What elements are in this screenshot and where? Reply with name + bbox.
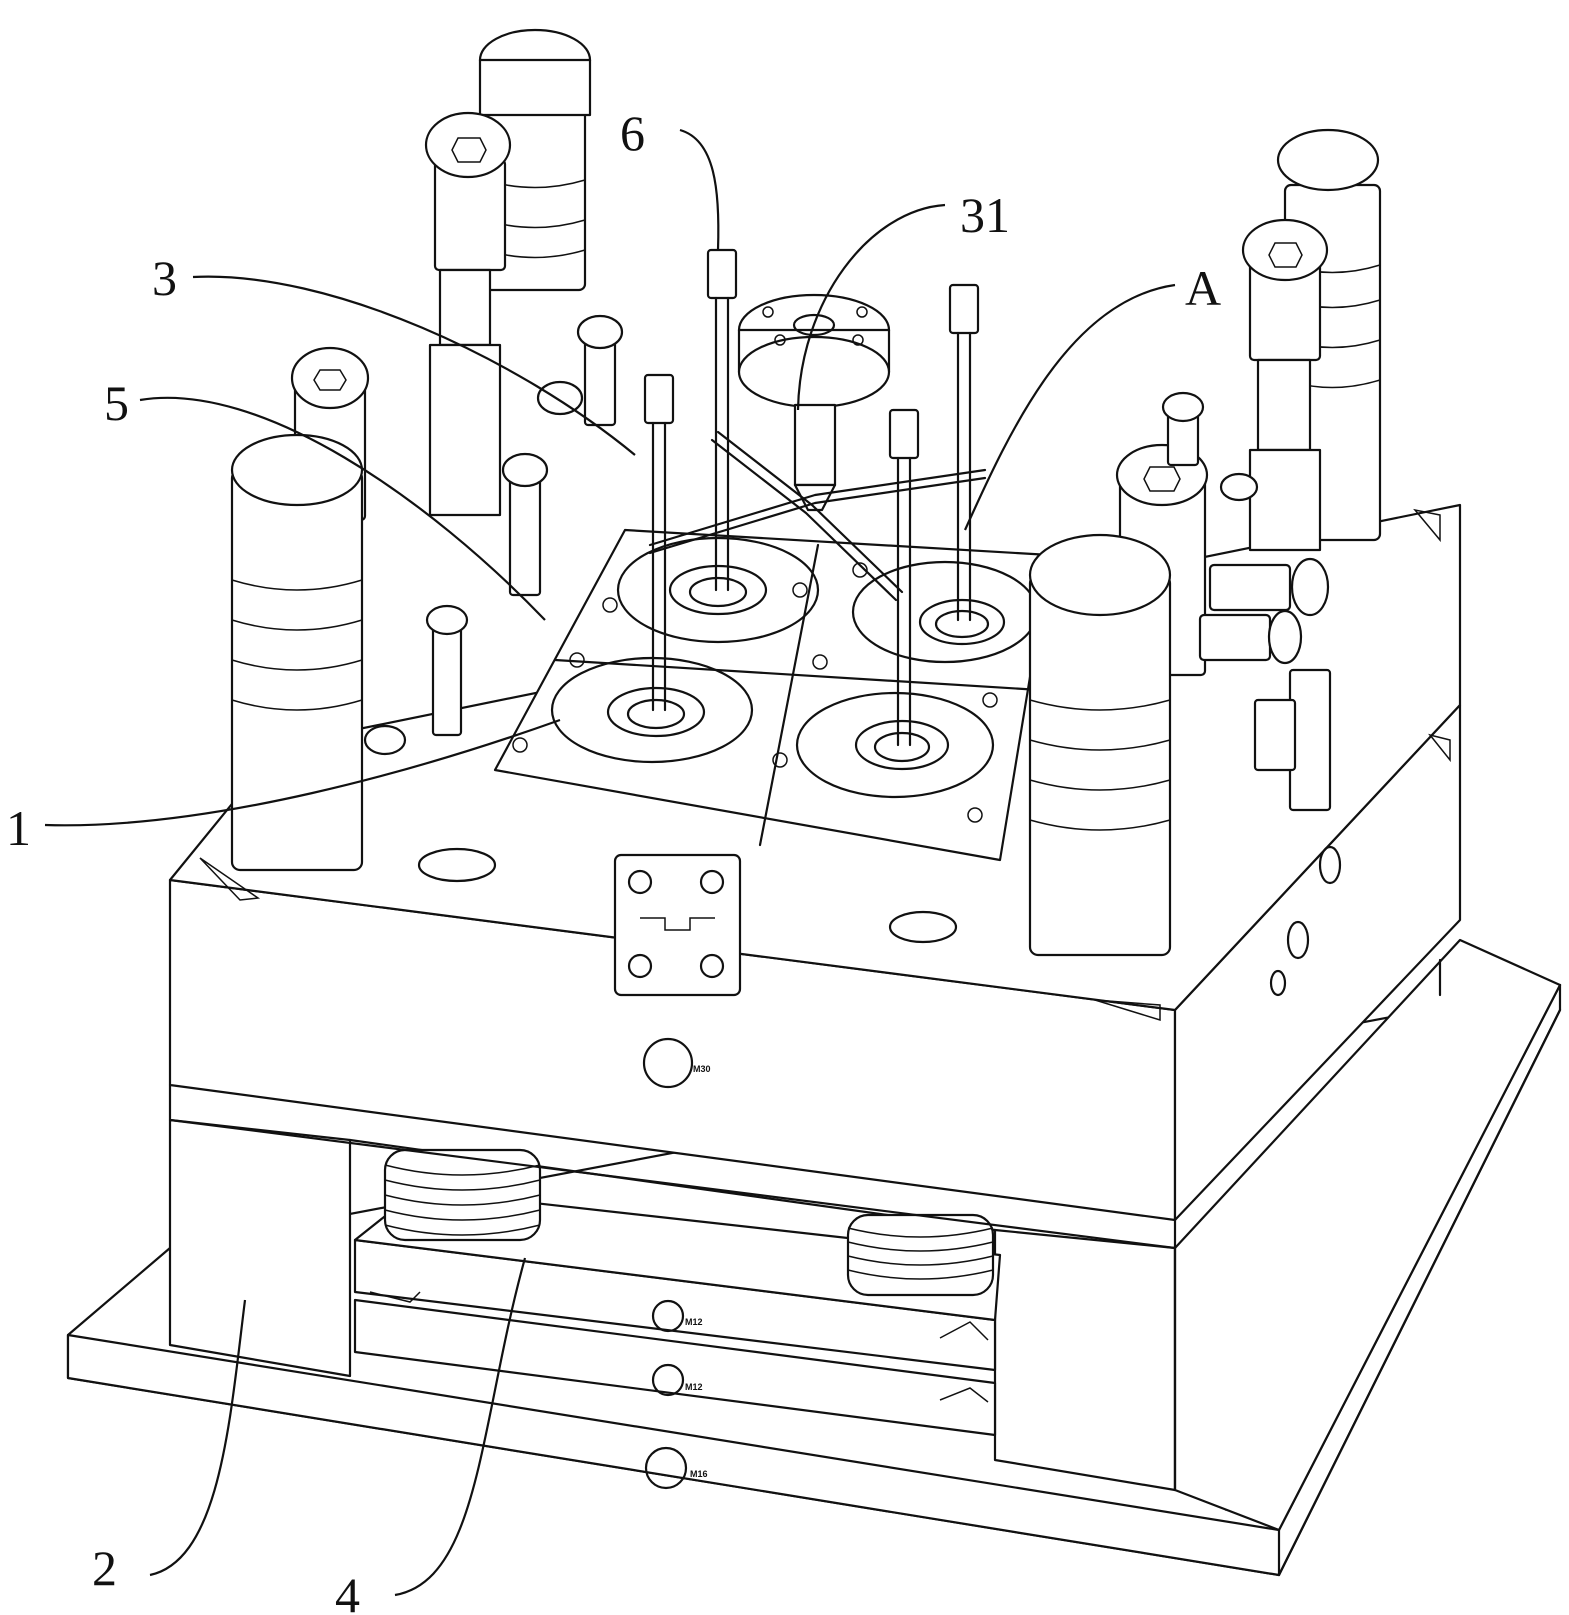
callout-6: 6 bbox=[620, 105, 645, 161]
callout-5: 5 bbox=[104, 375, 129, 431]
callout-1: 1 bbox=[6, 800, 31, 856]
callout-31: 31 bbox=[960, 187, 1010, 243]
sprue-and-runner bbox=[648, 293, 987, 602]
callout-4: 4 bbox=[335, 1567, 360, 1615]
spring-left bbox=[383, 1148, 542, 1242]
lower-frame bbox=[168, 938, 1562, 1532]
callout-3: 3 bbox=[152, 250, 177, 306]
base-stamp: M16 bbox=[690, 1469, 708, 1479]
plate-b-stamp: M12 bbox=[685, 1382, 703, 1392]
guide-pillar-right-front bbox=[1028, 443, 1332, 957]
nozzle-1 bbox=[706, 248, 738, 592]
nozzle-4 bbox=[888, 408, 920, 747]
nozzle-3 bbox=[948, 283, 980, 622]
callout-leaders bbox=[44, 128, 1176, 1597]
cavity-top-left bbox=[616, 536, 820, 644]
plate-bolts bbox=[512, 562, 998, 823]
cavity-bottom-right bbox=[795, 691, 995, 799]
guide-pillar-left-front bbox=[230, 346, 370, 872]
callout-A: A bbox=[1185, 260, 1221, 316]
callout-2: 2 bbox=[92, 1540, 117, 1596]
guide-pillar-right-rear bbox=[1241, 128, 1382, 552]
plate-a-stamp: M12 bbox=[685, 1317, 703, 1327]
top-plate-stamp: M30 bbox=[693, 1064, 711, 1074]
guide-pillar-left-rear bbox=[424, 28, 592, 517]
spring-right bbox=[846, 1213, 995, 1297]
locking-block bbox=[613, 853, 742, 997]
callout-labels: 6 31 3 A 5 1 2 4 bbox=[6, 105, 1221, 1615]
cap-screws bbox=[363, 314, 1259, 756]
ejector-plates: M12 M12 bbox=[353, 1148, 1002, 1437]
nozzles bbox=[643, 248, 980, 747]
nozzle-2 bbox=[643, 373, 675, 712]
cavity-plate bbox=[493, 528, 1052, 862]
